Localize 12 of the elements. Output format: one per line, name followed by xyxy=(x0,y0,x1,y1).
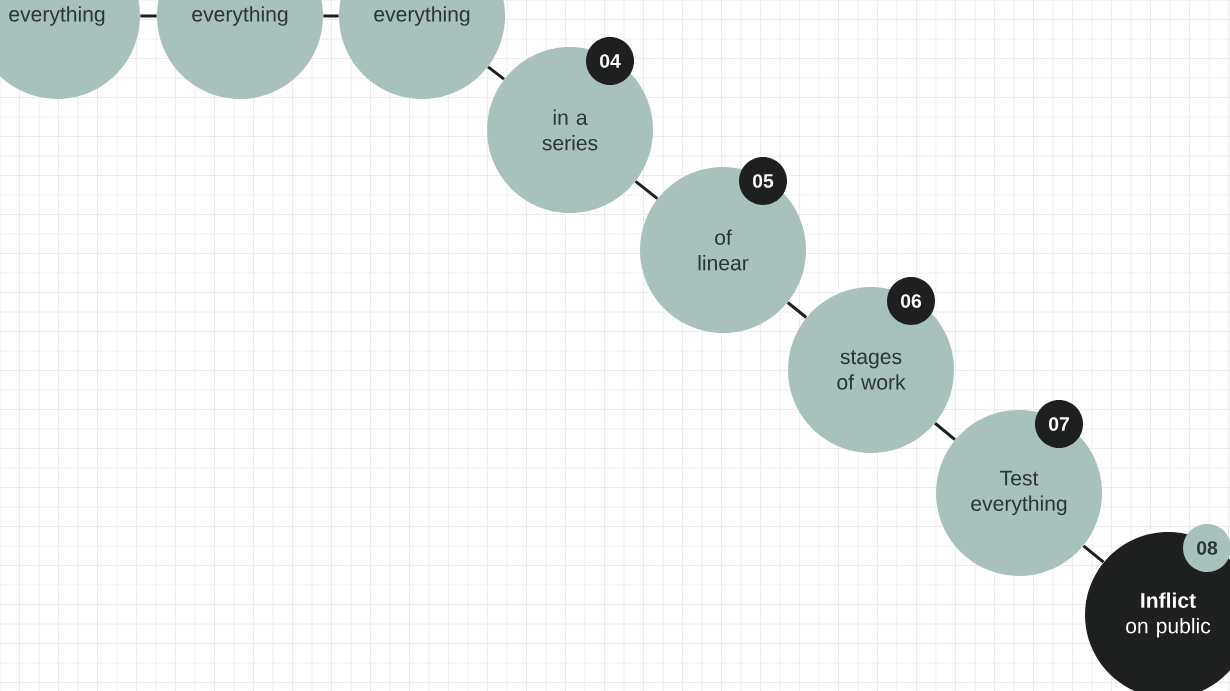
step-number-badge: 05 xyxy=(739,157,787,205)
connector-line xyxy=(786,301,808,319)
step-number-badge: 07 xyxy=(1035,400,1083,448)
connector-line xyxy=(140,14,157,18)
step-number-badge: 06 xyxy=(887,277,935,325)
connector-line xyxy=(634,180,659,200)
connector-line xyxy=(1082,544,1105,564)
connector-line xyxy=(487,65,505,81)
connector-line xyxy=(934,422,956,441)
connector-line xyxy=(323,14,339,18)
step-number-badge: 08 xyxy=(1183,524,1230,572)
step-number-badge: 04 xyxy=(586,37,634,85)
